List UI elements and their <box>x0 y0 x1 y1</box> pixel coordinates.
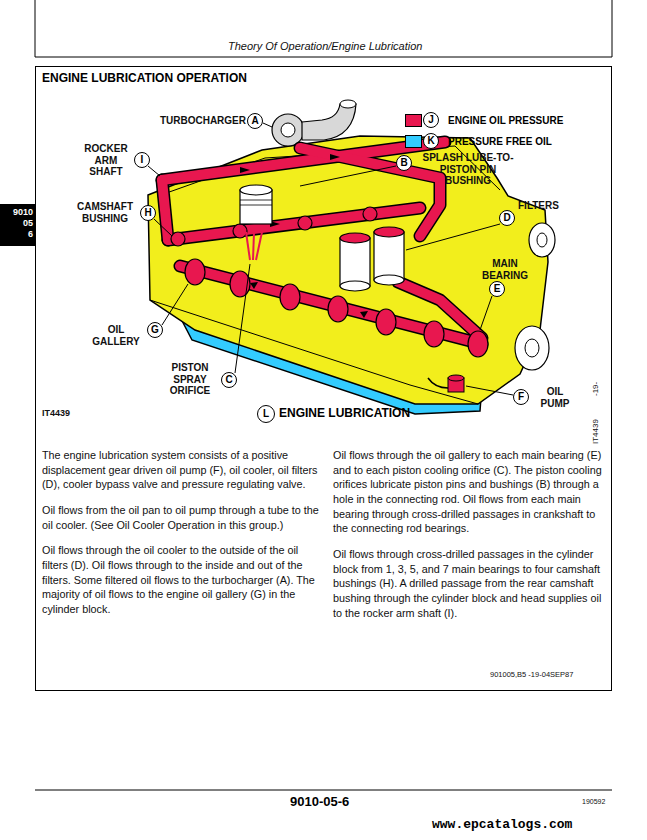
pulley <box>537 233 547 247</box>
callout-circle: L <box>257 405 275 423</box>
figure-title: ENGINE LUBRICATION OPERATION <box>42 72 247 86</box>
frame-line <box>35 57 612 58</box>
figure-frame <box>36 67 612 691</box>
part-label: ROCKER ARM SHAFT <box>82 143 130 178</box>
callout-letter: D <box>503 213 510 223</box>
callout-circle: F <box>513 389 529 405</box>
frame-line <box>35 0 36 57</box>
turbo-elbow <box>340 100 356 108</box>
turbo-elbow <box>302 104 356 140</box>
callout-letter: B <box>400 158 407 168</box>
part-label: MAIN BEARING <box>478 258 532 281</box>
callout-circle: G <box>147 322 163 338</box>
turbocharger <box>281 123 295 137</box>
legend-text: PRESSURE FREE OIL <box>448 136 552 148</box>
callout-circle: H <box>140 205 156 221</box>
figure-code: IT4439 <box>591 419 600 444</box>
section-tab <box>0 204 35 246</box>
tab-text: 6 <box>0 229 33 239</box>
callout-circle: J <box>423 112 439 128</box>
callout-letter: G <box>151 325 159 335</box>
date-code: 190592 <box>582 798 605 806</box>
body-paragraph: The engine lubrication system consists o… <box>42 448 320 492</box>
pulley <box>525 339 539 357</box>
spray <box>246 232 262 260</box>
running-head: Theory Of Operation/Engine Lubrication <box>228 40 422 53</box>
part-label: FILTERS <box>518 200 559 212</box>
callout-circle: D <box>499 210 515 226</box>
part-label: PISTON SPRAY ORIFICE <box>162 362 218 397</box>
callout-letter: H <box>144 208 151 218</box>
frame-line <box>35 790 612 791</box>
watermark: www.epcatalogs.com <box>432 818 572 833</box>
callout-circle: K <box>423 133 439 149</box>
piston <box>240 185 272 195</box>
page-number: 9010-05-6 <box>290 795 349 810</box>
callout-letter: F <box>518 392 524 402</box>
callout-letter: E <box>494 284 501 294</box>
part-label: OIL PUMP <box>534 386 576 409</box>
callout-letter: L <box>263 409 269 419</box>
callout-circle: B <box>396 155 412 171</box>
part-label: OIL GALLERY <box>90 324 142 347</box>
figure-code: -19- <box>591 382 600 396</box>
camshaft-bushing <box>171 207 377 246</box>
body-paragraph: Oil flows through cross-drilled passages… <box>333 547 605 620</box>
callout-circle: A <box>247 113 263 129</box>
turbocharger <box>272 114 304 146</box>
block-edge <box>150 300 478 404</box>
figure-number: IT4439 <box>42 408 70 418</box>
legend-text: ENGINE OIL PRESSURE <box>448 115 563 127</box>
tab-text: 9010 <box>0 207 33 217</box>
frame-line <box>612 0 613 57</box>
callout-circle: C <box>221 372 237 388</box>
piston-ring <box>240 200 272 201</box>
pulley <box>515 326 549 370</box>
oil-filter <box>340 227 404 291</box>
callout-letter: A <box>251 116 258 126</box>
callout-letter: I <box>141 155 144 165</box>
legend-swatch <box>405 135 422 148</box>
figure-caption: ENGINE LUBRICATION <box>279 407 410 421</box>
body-paragraph: Oil flows through the oil gallery to eac… <box>333 448 605 536</box>
callout-circle: E <box>489 281 505 297</box>
callout-letter: J <box>428 115 434 125</box>
part-label: CAMSHAFT BUSHING <box>74 201 136 224</box>
main-bearing <box>185 259 488 357</box>
pulley <box>529 223 555 257</box>
tab-text: 05 <box>0 218 33 228</box>
engine-block <box>148 136 548 404</box>
body-paragraph: Oil flows through the oil cooler to the … <box>42 543 320 616</box>
legend-swatch <box>405 114 422 127</box>
body-paragraph: Oil flows from the oil pan to oil pump t… <box>42 503 320 532</box>
piston-ring <box>240 205 272 206</box>
oil-pump <box>448 375 464 381</box>
pickup-tube <box>428 378 448 388</box>
callout-circle: I <box>134 152 150 168</box>
callout-letter: K <box>427 136 434 146</box>
part-label: SPLASH LUBE-TO-PISTON PIN BUSHING <box>420 152 516 187</box>
oil-passages <box>162 142 482 344</box>
callout-letter: C <box>225 375 232 385</box>
part-label: TURBOCHARGER <box>146 115 246 127</box>
document-code: 901005,B5 -19-04SEP87 <box>490 671 573 680</box>
